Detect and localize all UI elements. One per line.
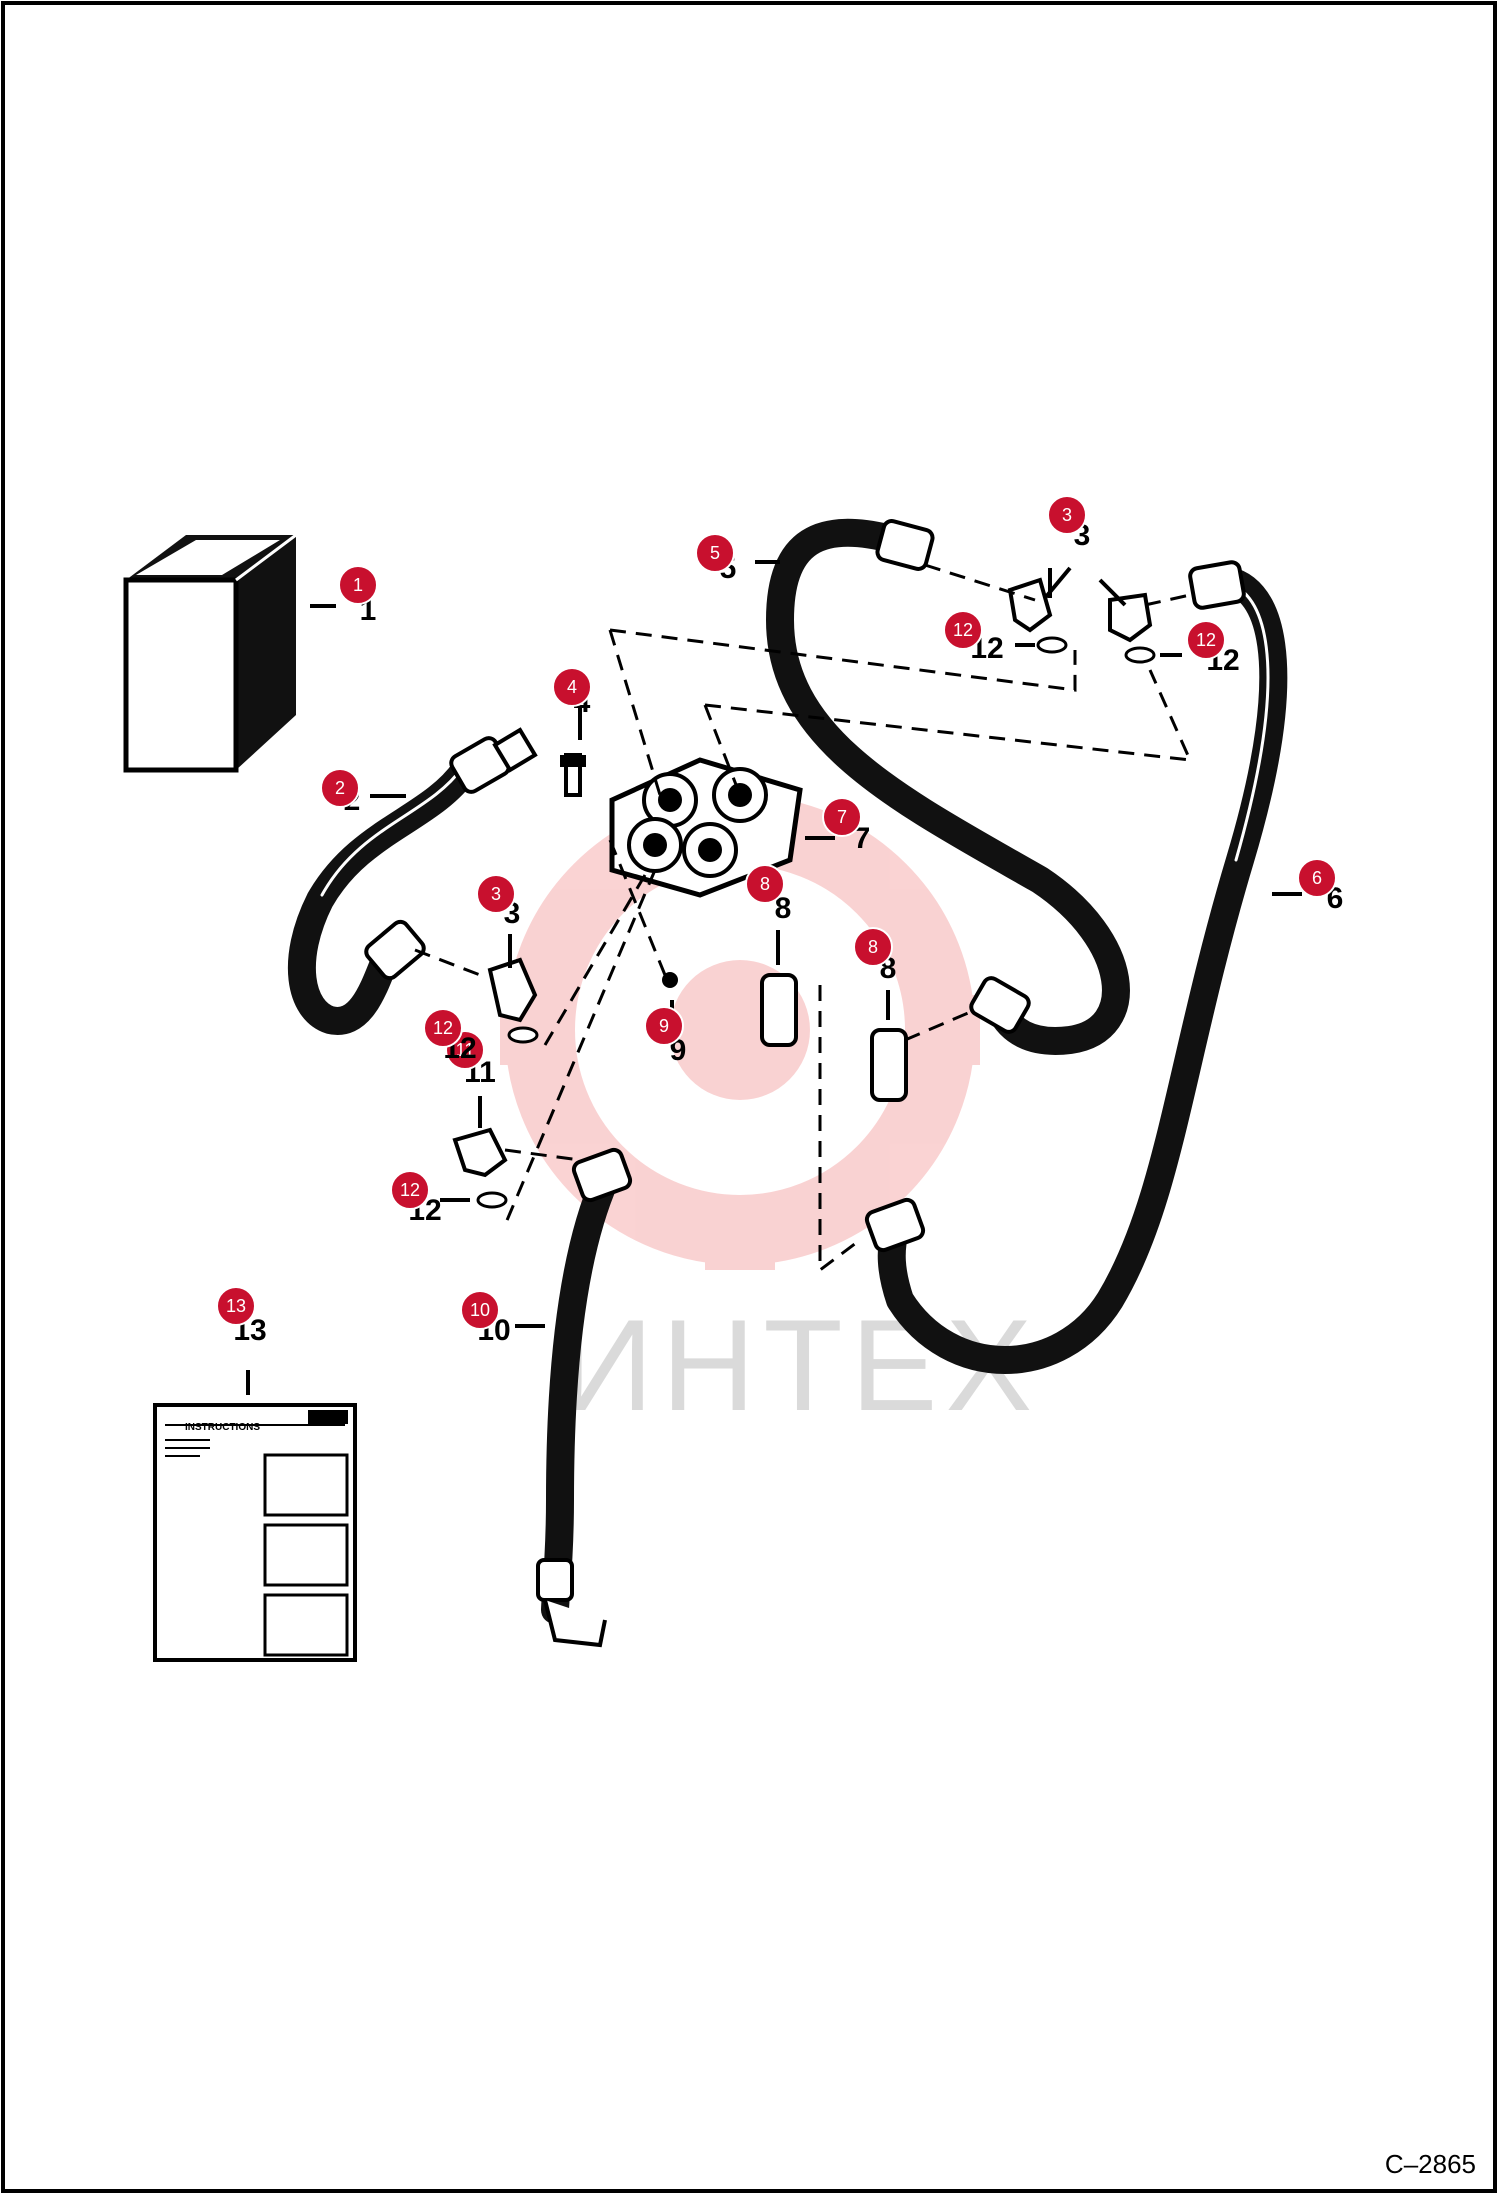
part-2-hose <box>287 727 538 1035</box>
callout-marker-label: 12 <box>1196 630 1216 650</box>
callout-marker-circle[interactable] <box>320 768 360 808</box>
callout-5[interactable]: 55 <box>695 533 736 585</box>
callout-8[interactable]: 88 <box>853 927 896 985</box>
callout-3[interactable]: 33 <box>1047 495 1090 552</box>
callout-marker-circle[interactable] <box>216 1286 256 1326</box>
callout-marker-label: 3 <box>1062 505 1072 525</box>
callout-marker-label: 4 <box>567 677 577 697</box>
part-4-bolt <box>560 753 586 797</box>
callout-7[interactable]: 77 <box>822 797 871 855</box>
part-11-elbow <box>452 1026 539 1209</box>
callout-marker-circle[interactable] <box>644 1006 684 1046</box>
callout-marker-circle[interactable] <box>338 565 378 605</box>
part-number-label: 7 <box>854 822 871 855</box>
callout-marker-label: 12 <box>400 1180 420 1200</box>
callout-1[interactable]: 11 <box>338 565 378 627</box>
part-9-ball <box>662 972 678 988</box>
callout-marker-circle[interactable] <box>1186 620 1226 660</box>
part-13-instruction-sheet: INSTRUCTIONS <box>153 1403 357 1662</box>
part-8-adapters <box>760 973 908 1102</box>
callout-marker-circle[interactable] <box>822 797 862 837</box>
callout-marker-label: 2 <box>335 778 345 798</box>
callout-marker-label: 12 <box>953 620 973 640</box>
watermark-text: ИНТЕХ <box>560 1292 1040 1438</box>
callout-3[interactable]: 33 <box>476 874 520 930</box>
callout-marker-circle[interactable] <box>695 533 735 573</box>
callout-marker-label: 12 <box>433 1018 453 1038</box>
part-number-label: 8 <box>775 892 792 925</box>
callout-marker-label: 1 <box>353 575 363 595</box>
callout-marker-label: 9 <box>659 1016 669 1036</box>
part-3-fitting-left <box>487 957 538 1023</box>
callout-marker-circle[interactable] <box>1047 495 1087 535</box>
callout-marker-circle[interactable] <box>476 874 516 914</box>
callout-marker-label: 11 <box>456 1040 475 1060</box>
instruction-sheet-heading: INSTRUCTIONS <box>185 1422 260 1433</box>
callout-9[interactable]: 99 <box>644 1006 686 1067</box>
connection-dashes <box>414 563 1193 1273</box>
callout-marker-label: 7 <box>837 807 847 827</box>
callout-4[interactable]: 44 <box>552 667 592 719</box>
callout-marker-circle[interactable] <box>943 610 983 650</box>
callout-marker-label: 3 <box>491 884 501 904</box>
callout-marker-label: 6 <box>1312 868 1322 888</box>
callout-marker-label: 8 <box>760 874 770 894</box>
callout-marker-label: 8 <box>868 937 878 957</box>
callout-marker-circle[interactable] <box>423 1008 463 1048</box>
part-1-box <box>123 533 297 773</box>
callout-marker-label: 13 <box>226 1296 246 1316</box>
part-3-fittings-top <box>1007 577 1156 664</box>
callout-markers: 1122333344556677888899101011111212121212… <box>216 495 1343 1347</box>
callout-6[interactable]: 66 <box>1297 858 1343 915</box>
callout-marker-circle[interactable] <box>745 864 785 904</box>
callout-2[interactable]: 22 <box>320 768 360 817</box>
callout-marker-circle[interactable] <box>552 667 592 707</box>
part-10-hose <box>536 1147 633 1648</box>
callout-8[interactable]: 88 <box>745 864 792 925</box>
callout-marker-label: 5 <box>710 543 720 563</box>
callout-marker-circle[interactable] <box>1297 858 1337 898</box>
part-5-6-hose <box>766 518 1288 1374</box>
callout-marker-label: 10 <box>470 1300 490 1320</box>
callout-marker-circle[interactable] <box>460 1290 500 1330</box>
callout-marker-circle[interactable] <box>853 927 893 967</box>
drawing-code: C–2865 <box>1384 2149 1476 2179</box>
callout-marker-circle[interactable] <box>390 1170 430 1210</box>
